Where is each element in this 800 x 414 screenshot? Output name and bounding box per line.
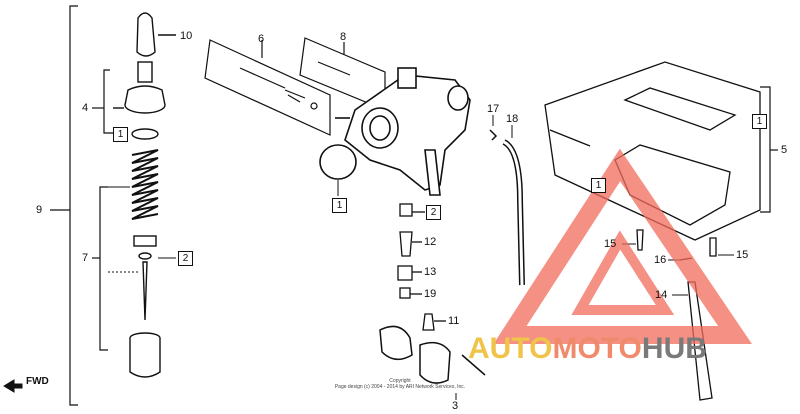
watermark-auto: AUTO: [468, 332, 553, 365]
callout-5: 5: [781, 144, 788, 156]
callout-6: 6: [258, 33, 265, 45]
callout-15-left: 15: [604, 238, 617, 250]
callout-18: 18: [506, 113, 519, 125]
copyright-notice: Copyright Page design (c) 2004 - 2014 by…: [300, 378, 500, 390]
jet-needle-part: [108, 235, 176, 321]
float-chamber-box: [544, 61, 761, 241]
spring-part: [108, 149, 159, 220]
boxed-ref-1-clip: 1: [591, 178, 606, 193]
callout-19: 19: [424, 288, 437, 300]
fwd-label: FWD: [26, 376, 49, 387]
callout-13: 13: [424, 266, 437, 278]
callout-4: 4: [82, 102, 89, 114]
callout-16: 16: [654, 254, 667, 266]
callout-12: 12: [424, 236, 437, 248]
callout-7: 7: [82, 252, 89, 264]
callout-15-right: 15: [736, 249, 749, 261]
watermark-logo-text: AUTOMOTOHUB: [468, 332, 707, 366]
boxed-ref-1-chamber: 1: [752, 114, 767, 129]
watermark-moto: MOTO: [552, 332, 642, 365]
forward-arrow: [3, 379, 23, 393]
jet-parts-column: [397, 203, 446, 331]
boxed-ref-1-top: 1: [113, 127, 128, 142]
boxed-ref-2-jet: 2: [426, 205, 441, 220]
callout-11: 11: [448, 315, 460, 327]
gasket-ring-part: [319, 144, 357, 196]
throttle-cap-part: [136, 12, 176, 57]
callout-3: 3: [452, 400, 459, 412]
carburetor-body: [335, 67, 471, 196]
callout-14: 14: [655, 289, 668, 301]
watermark-triangle: [493, 148, 752, 344]
callout-17: 17: [487, 103, 500, 115]
watermark-hub: HUB: [641, 332, 707, 365]
boxed-ref-1-ring: 1: [332, 198, 347, 213]
throttle-valve-part: [129, 332, 161, 378]
top-cap-part: [113, 61, 166, 140]
copyright-line2: Page design (c) 2004 - 2014 by ARI Netwo…: [334, 384, 466, 390]
callout-9: 9: [36, 204, 43, 216]
copyright-line1: Copyright: [389, 378, 411, 384]
boxed-ref-2-needle: 2: [178, 251, 193, 266]
callout-8: 8: [340, 31, 347, 43]
pilot-screw-kit-box: [204, 39, 331, 136]
vent-tube-part: [489, 115, 525, 286]
callout-10: 10: [180, 30, 193, 42]
float-part: [379, 325, 486, 400]
